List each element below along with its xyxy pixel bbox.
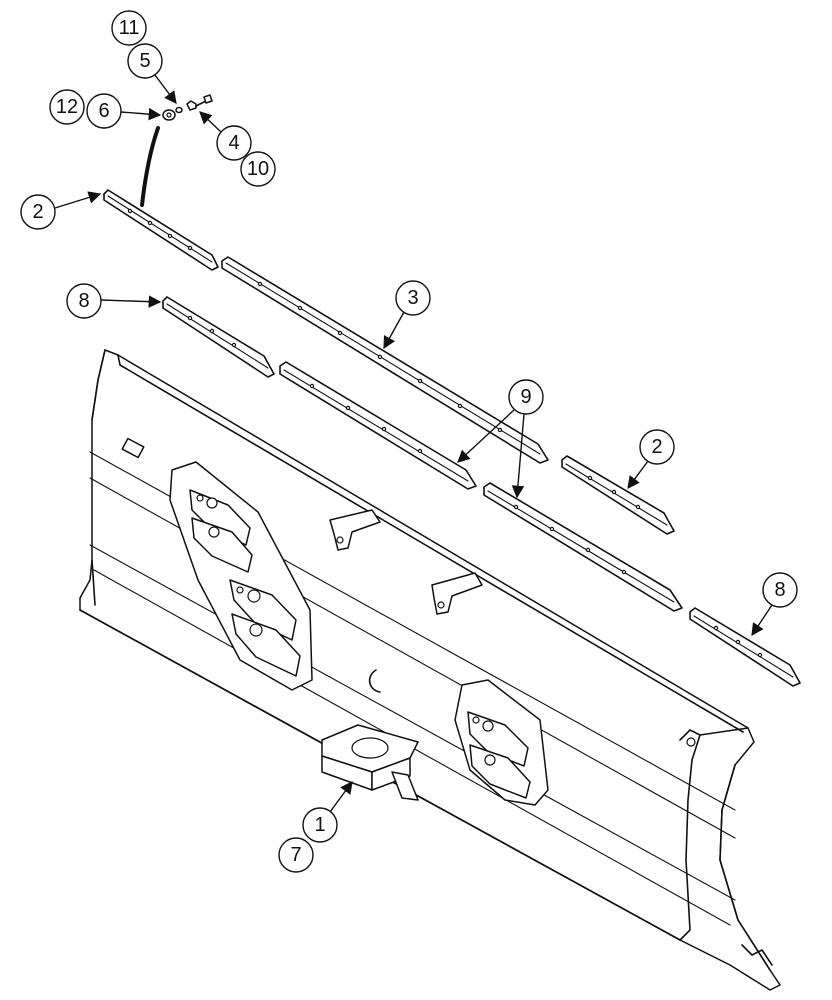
svg-text:2: 2 <box>651 436 662 458</box>
svg-text:3: 3 <box>407 287 418 309</box>
svg-text:7: 7 <box>290 844 301 866</box>
cutting-edge-segment-2-right <box>561 455 675 535</box>
svg-text:11: 11 <box>119 17 140 39</box>
left-mounting-bracket <box>169 461 313 691</box>
cutting-edge-segment-2-top <box>103 189 219 271</box>
svg-text:6: 6 <box>98 100 109 122</box>
svg-text:1: 1 <box>314 814 325 836</box>
callout-9: 9 <box>457 379 544 499</box>
cutting-edge-segment-8-left <box>162 296 275 378</box>
cutting-edge-segment-8-right <box>689 607 801 687</box>
svg-text:9: 9 <box>520 386 531 408</box>
svg-text:8: 8 <box>774 579 785 601</box>
callout-4: 4 <box>199 111 252 161</box>
callout-2-right: 2 <box>627 429 675 490</box>
right-mounting-bracket <box>454 679 549 806</box>
svg-text:4: 4 <box>228 132 239 154</box>
callout-12: 12 <box>49 89 85 125</box>
lug-group-lower <box>229 579 301 677</box>
svg-text:5: 5 <box>139 50 150 72</box>
callout-3: 3 <box>383 280 431 350</box>
lug-group-upper <box>189 489 253 573</box>
svg-text:2: 2 <box>32 201 43 223</box>
callout-5: 5 <box>127 43 177 105</box>
svg-text:8: 8 <box>78 290 89 312</box>
callout-7: 7 <box>278 837 314 873</box>
cutting-edge-segment-9-lower <box>483 482 683 612</box>
callout-2-top: 2 <box>20 191 102 230</box>
svg-text:12: 12 <box>56 96 78 118</box>
callout-11: 11 <box>111 10 147 46</box>
callout-8-left: 8 <box>66 283 162 319</box>
callout-10: 10 <box>240 151 276 187</box>
push-block <box>321 724 419 801</box>
cutting-edge-segment-3 <box>221 256 549 464</box>
cutting-edge-segment-9-upper <box>279 361 477 490</box>
svg-text:10: 10 <box>247 158 269 180</box>
center-bracket-upper <box>329 509 381 551</box>
callout-1: 1 <box>302 780 353 843</box>
hardware-nut-washer-bolt <box>162 94 213 121</box>
center-bracket-lower <box>431 572 483 615</box>
callout-6: 6 <box>86 93 162 129</box>
moldboard <box>79 349 781 991</box>
callout-8-right: 8 <box>751 572 798 637</box>
assembly-curved-line <box>140 126 160 207</box>
